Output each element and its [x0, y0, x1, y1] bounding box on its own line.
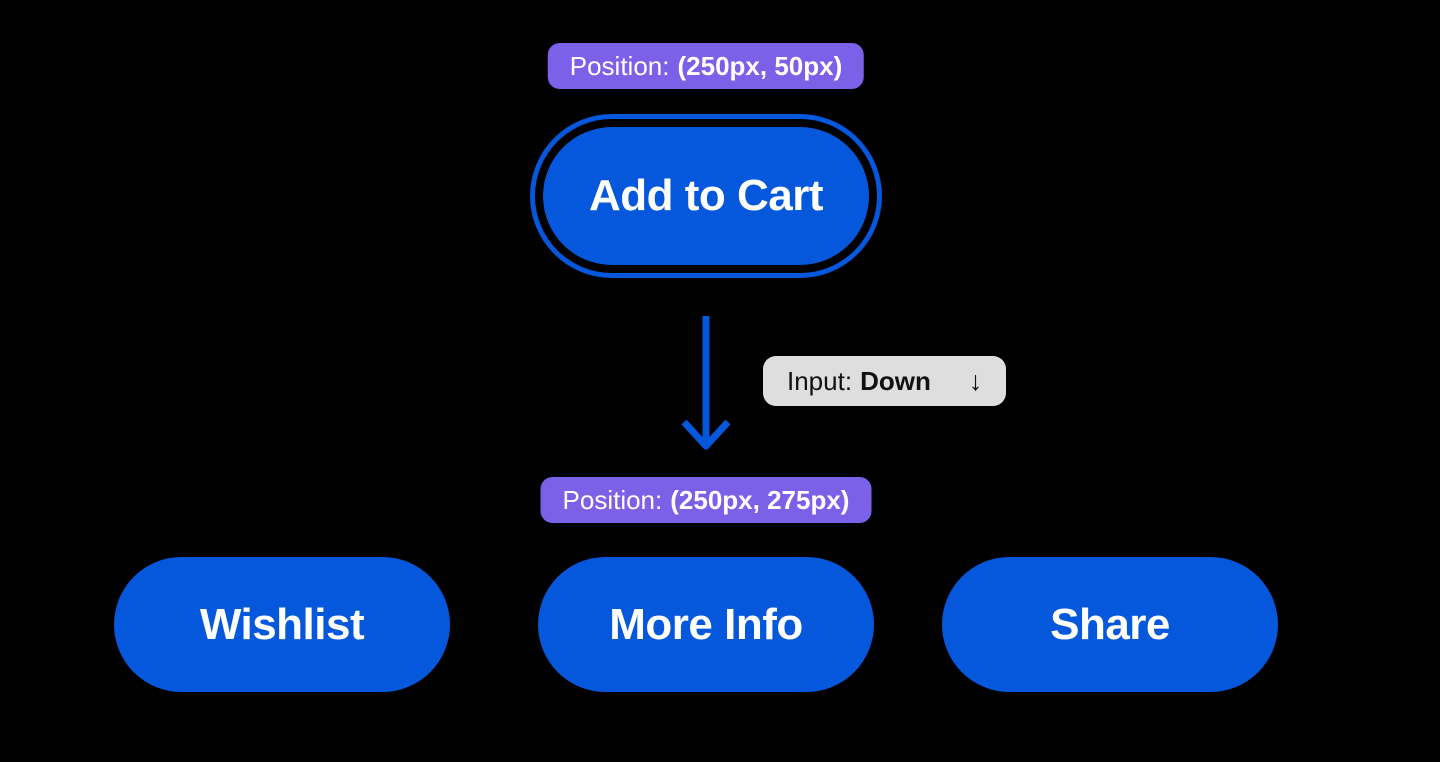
input-badge-value: Down: [860, 365, 931, 396]
down-arrow-connector-icon: [681, 316, 731, 450]
share-button[interactable]: Share: [942, 557, 1278, 692]
input-badge-label: Input:: [787, 365, 853, 396]
position-badge-top: Position: (250px, 50px): [547, 43, 865, 89]
wishlist-label: Wishlist: [199, 599, 365, 649]
position-badge-top-label: Position:: [569, 50, 670, 81]
input-badge: Input: Down ↓: [763, 356, 1007, 406]
position-badge-bottom: Position: (250px, 275px): [540, 477, 872, 523]
add-to-cart-button[interactable]: Add to Cart: [530, 114, 882, 278]
wishlist-button[interactable]: Wishlist: [114, 557, 450, 692]
position-badge-top-value: (250px, 50px): [677, 50, 843, 81]
position-badge-bottom-value: (250px, 275px): [670, 484, 850, 515]
more-info-button[interactable]: More Info: [538, 557, 874, 692]
add-to-cart-label: Add to Cart: [588, 171, 824, 220]
share-label: Share: [1050, 599, 1170, 649]
more-info-label: More Info: [609, 599, 803, 649]
down-arrow-key-icon: ↓: [968, 365, 983, 396]
position-badge-bottom-label: Position:: [562, 484, 663, 515]
